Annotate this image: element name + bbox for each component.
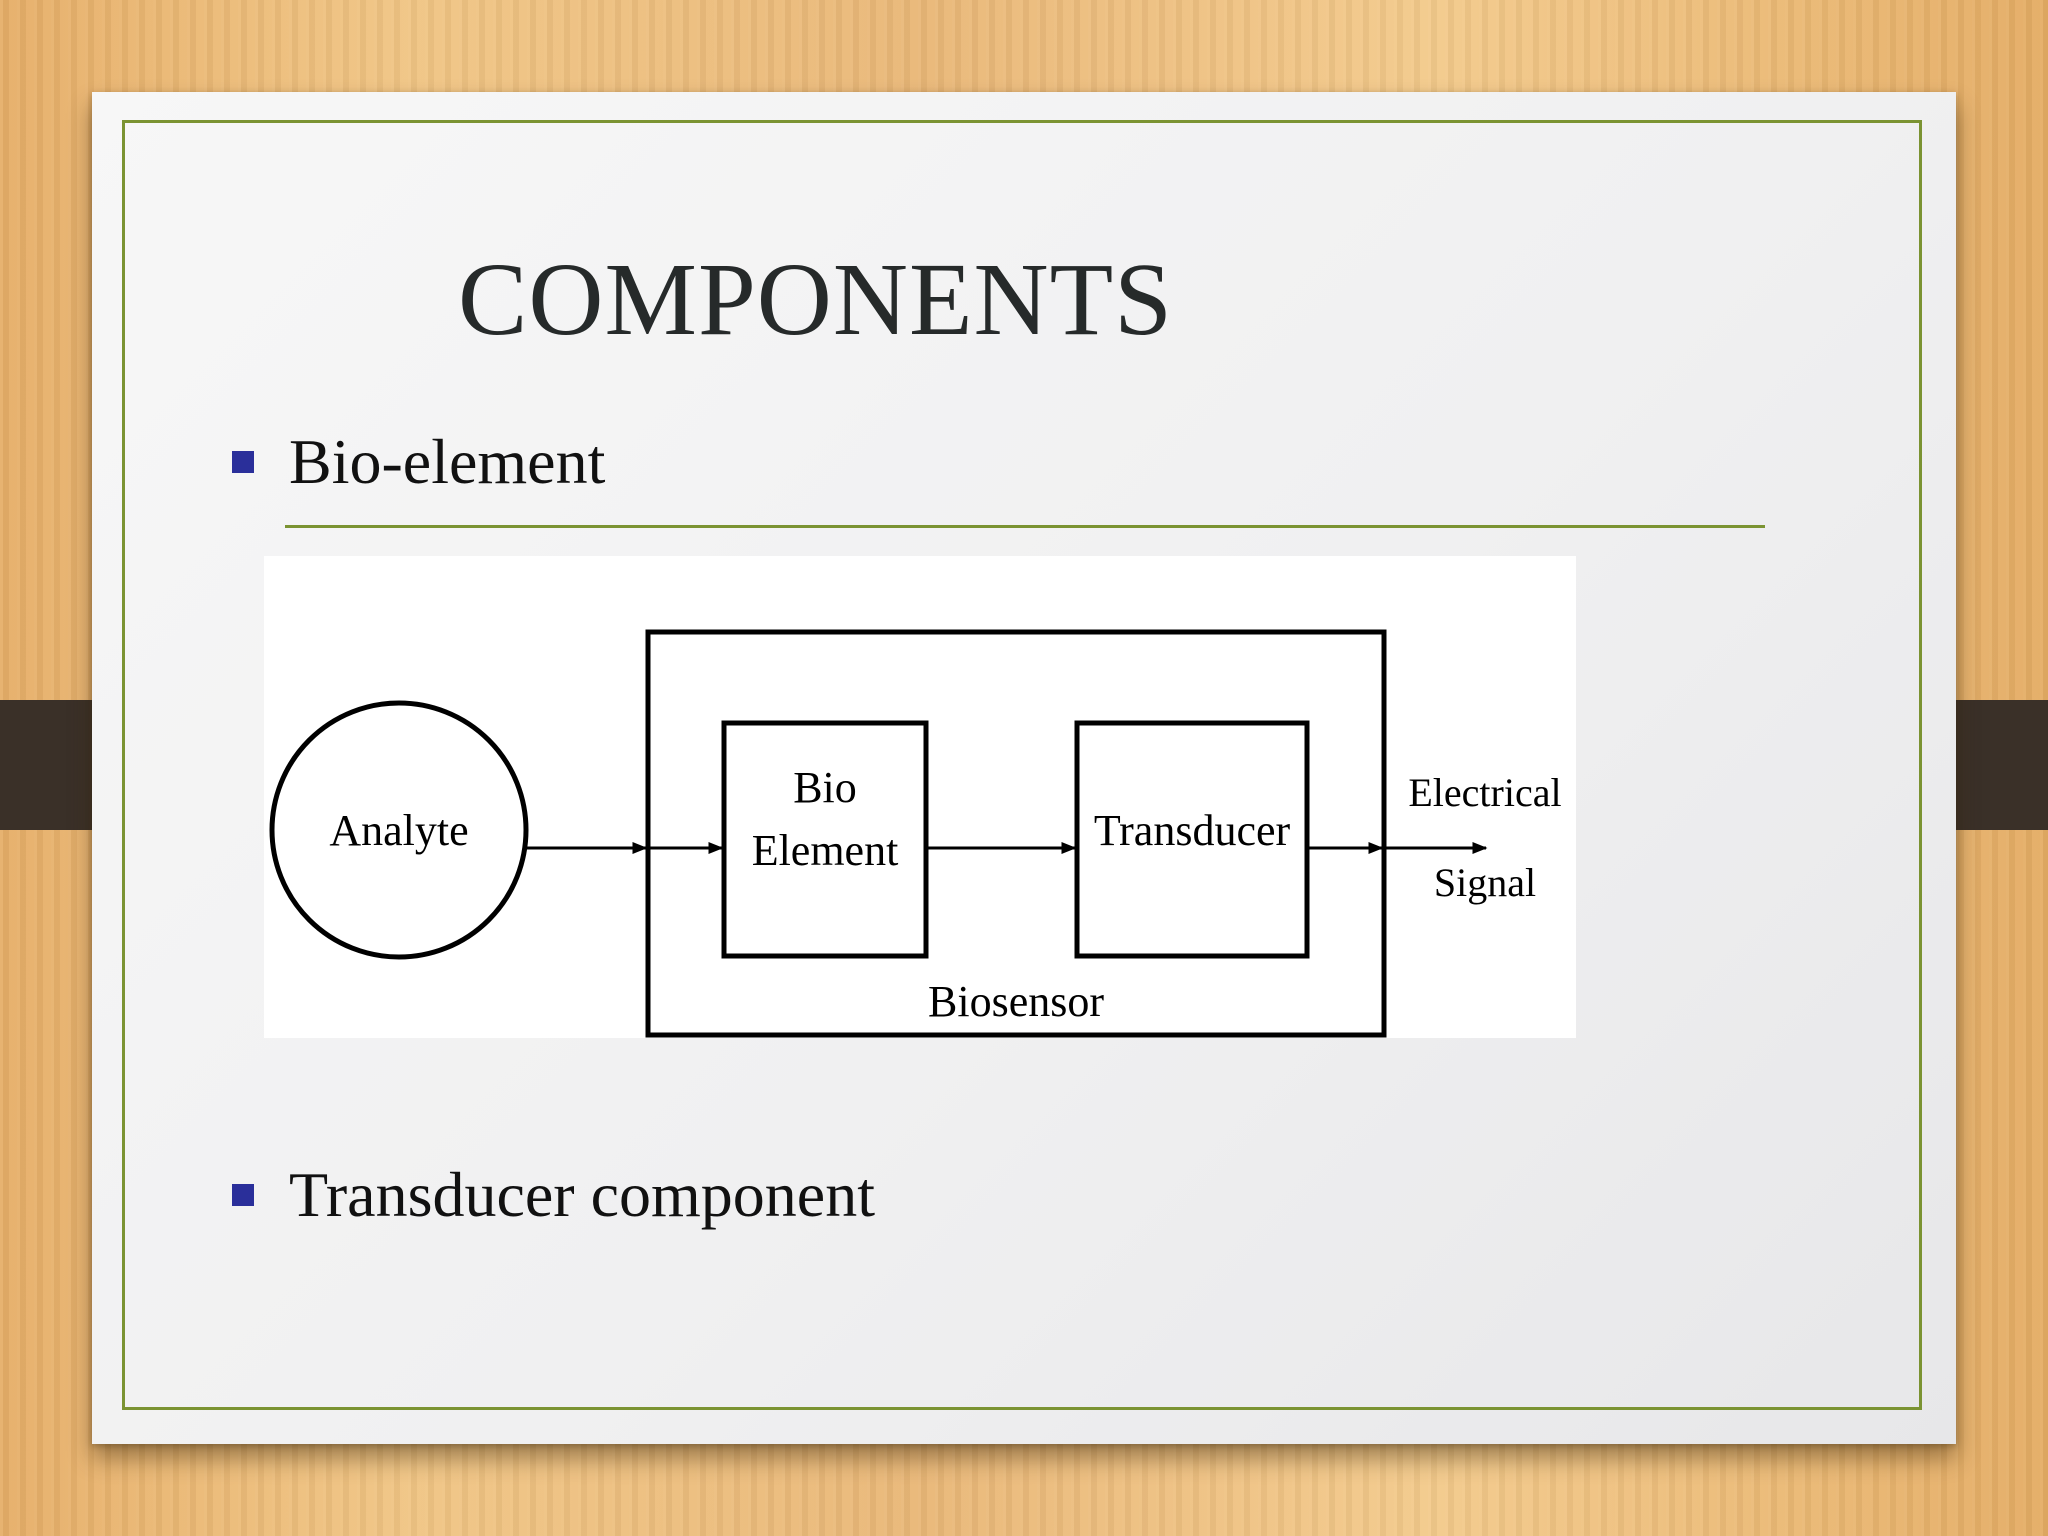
biosensor-label: Biosensor bbox=[928, 977, 1104, 1026]
analyte-label: Analyte bbox=[329, 806, 468, 855]
slide-frame bbox=[122, 120, 1922, 1410]
bio-element-node bbox=[721, 720, 929, 959]
biosensor-container bbox=[645, 629, 1387, 1038]
bio-element-label-line1: Bio bbox=[793, 763, 857, 812]
square-bullet-icon bbox=[232, 1184, 254, 1206]
bullet-text: Bio-element bbox=[289, 426, 606, 497]
bullet-text: Transducer component bbox=[289, 1159, 875, 1230]
biosensor-diagram: Analyte Biosensor Bio Element Transducer… bbox=[264, 556, 1576, 1038]
slide-title: COMPONENTS bbox=[458, 242, 1173, 357]
analyte-node bbox=[269, 700, 529, 960]
transducer-label: Transducer bbox=[1094, 806, 1291, 855]
bullet-item-transducer-component: Transducer component bbox=[232, 1158, 875, 1232]
bullet-item-bio-element: Bio-element bbox=[232, 425, 605, 499]
output-label-line2: Signal bbox=[1434, 860, 1536, 905]
bio-element-label-line2: Element bbox=[752, 826, 899, 875]
transducer-node bbox=[1074, 720, 1310, 959]
output-label-line1: Electrical bbox=[1408, 770, 1561, 815]
divider-line bbox=[285, 525, 1765, 528]
square-bullet-icon bbox=[232, 451, 254, 473]
